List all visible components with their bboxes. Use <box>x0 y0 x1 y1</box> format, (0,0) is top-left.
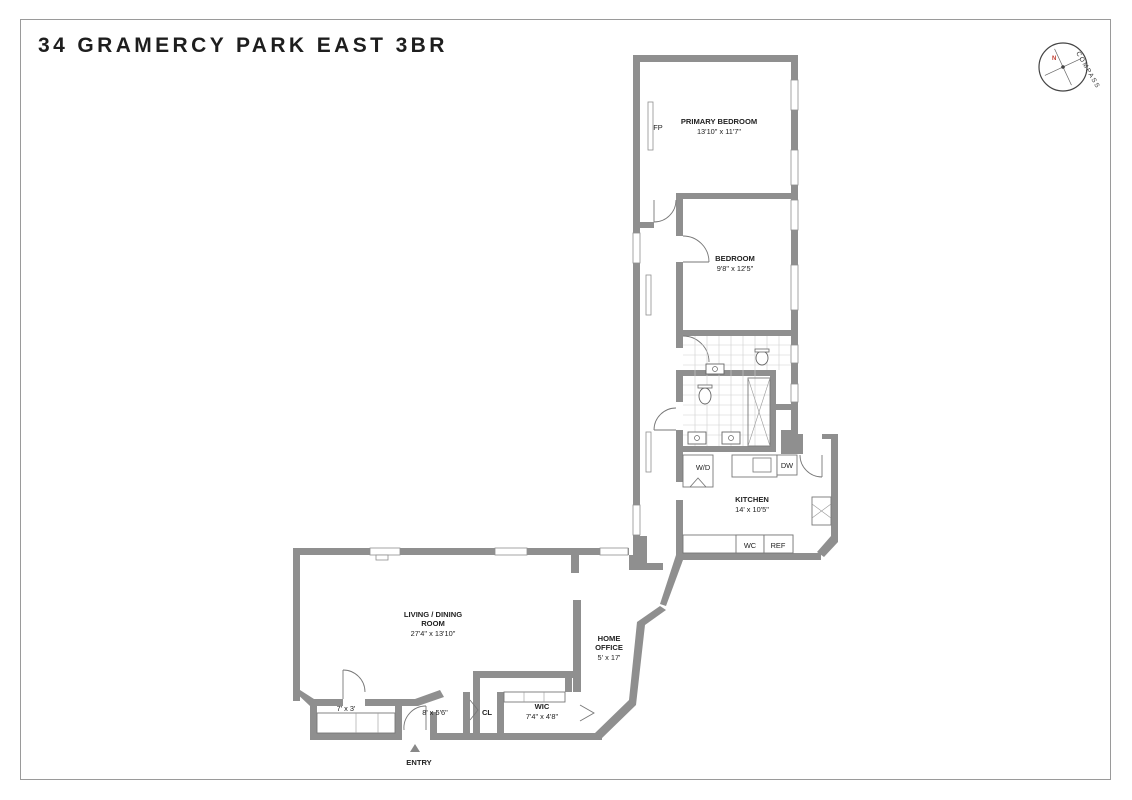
entry-arrow-icon <box>410 744 420 752</box>
storage-dims: 7' x 3' <box>337 704 356 713</box>
wine-cooler-label: WC <box>744 541 757 550</box>
page-frame <box>20 19 1111 780</box>
living-dining-dims: 27'4" x 13'10" <box>411 629 456 638</box>
washer-dryer-label: W/D <box>696 463 710 472</box>
door-swings-bedroom-wing <box>653 199 823 478</box>
wic-label: WIC <box>535 702 550 711</box>
compass-icon: N COMPASS <box>1038 42 1101 92</box>
kitchen-fixtures <box>682 454 832 554</box>
primary-bedroom-dims: 13'10" x 11'7" <box>697 127 741 136</box>
living-dining-label-line2: ROOM <box>421 619 445 628</box>
bathroom-tiles <box>683 336 791 447</box>
wall-group-bedroom-wing <box>633 55 838 606</box>
bedroom-label: BEDROOM <box>715 254 755 263</box>
compass-north-marker: N <box>1052 56 1056 62</box>
windows-living-wing <box>369 547 629 561</box>
closet-label: CL <box>482 708 492 717</box>
kitchen-dims: 14' x 10'5" <box>735 505 769 514</box>
dishwasher-label: DW <box>781 461 793 470</box>
wic-dims: 7'4" x 4'8" <box>526 712 559 721</box>
door-swings-living-wing <box>342 669 595 731</box>
kitchen-label: KITCHEN <box>735 495 769 504</box>
storage-fixtures <box>316 691 566 734</box>
bedroom-dims: 9'8" x 12'5" <box>717 264 754 273</box>
windows-bedroom-wing <box>632 79 799 536</box>
plan-title: 34 GRAMERCY PARK EAST 3BR <box>38 34 448 57</box>
fireplace-label: FP <box>653 123 663 132</box>
home-office-dims: 5' x 17' <box>598 653 622 662</box>
wall-group-living-wing <box>293 548 666 740</box>
entry-label: ENTRY <box>406 758 431 767</box>
home-office-label-line2: OFFICE <box>595 643 623 652</box>
home-office-label-line1: HOME <box>598 634 621 643</box>
refrigerator-label: REF <box>771 541 786 550</box>
primary-bedroom-label: PRIMARY BEDROOM <box>681 117 757 126</box>
foyer-dims: 8' x 5'6" <box>422 708 448 717</box>
living-dining-label-line1: LIVING / DINING <box>404 610 462 619</box>
